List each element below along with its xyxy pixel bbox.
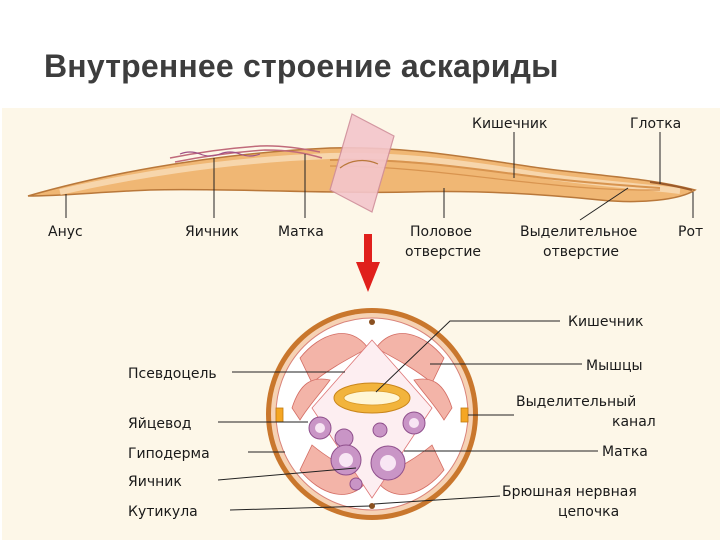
cross-section bbox=[266, 308, 478, 520]
label-muscles: Мышцы bbox=[586, 358, 643, 374]
label-genital-opening-2: отверстие bbox=[405, 244, 481, 260]
label-excretory-opening-1: Выделительное bbox=[520, 224, 637, 240]
label-nerve-cord-2: цепочка bbox=[558, 504, 619, 520]
label-ovary-section: Яичник bbox=[128, 474, 182, 490]
label-anus: Анус bbox=[48, 224, 83, 240]
label-nerve-cord-1: Брюшная нервная bbox=[502, 484, 637, 500]
label-excretory-canal-2: канал bbox=[612, 414, 656, 430]
label-uterus: Матка bbox=[278, 224, 324, 240]
down-arrow-icon bbox=[356, 234, 380, 292]
section-plane bbox=[329, 113, 395, 213]
label-intestine-top: Кишечник bbox=[472, 116, 547, 132]
pointer-excretory bbox=[579, 187, 629, 221]
label-excretory-canal-1: Выделительный bbox=[516, 394, 636, 410]
pointer-nerve-cord bbox=[373, 495, 501, 505]
label-cuticle: Кутикула bbox=[128, 504, 198, 520]
pointer-intestine-section bbox=[375, 320, 560, 393]
label-intestine-section: Кишечник bbox=[568, 314, 643, 330]
label-genital-opening-1: Половое bbox=[410, 224, 472, 240]
slide-title: Внутреннее строение аскариды bbox=[44, 48, 559, 84]
pointer-ovary-section bbox=[217, 467, 357, 481]
label-pharynx: Глотка bbox=[630, 116, 681, 132]
label-ovary: Яичник bbox=[185, 224, 239, 240]
label-oviduct: Яйцевод bbox=[128, 416, 191, 432]
label-excretory-opening-2: отверстие bbox=[543, 244, 619, 260]
label-uterus-section: Матка bbox=[602, 444, 648, 460]
pointer-cuticle bbox=[229, 505, 371, 511]
label-hypodermis: Гиподерма bbox=[128, 446, 210, 462]
ascaris-diagram: Анус Яичник Матка Половое отверстие Выде… bbox=[0, 108, 720, 540]
label-pseudocoel: Псевдоцель bbox=[128, 366, 217, 382]
label-mouth: Рот bbox=[678, 224, 703, 240]
intestine-section bbox=[333, 382, 411, 414]
